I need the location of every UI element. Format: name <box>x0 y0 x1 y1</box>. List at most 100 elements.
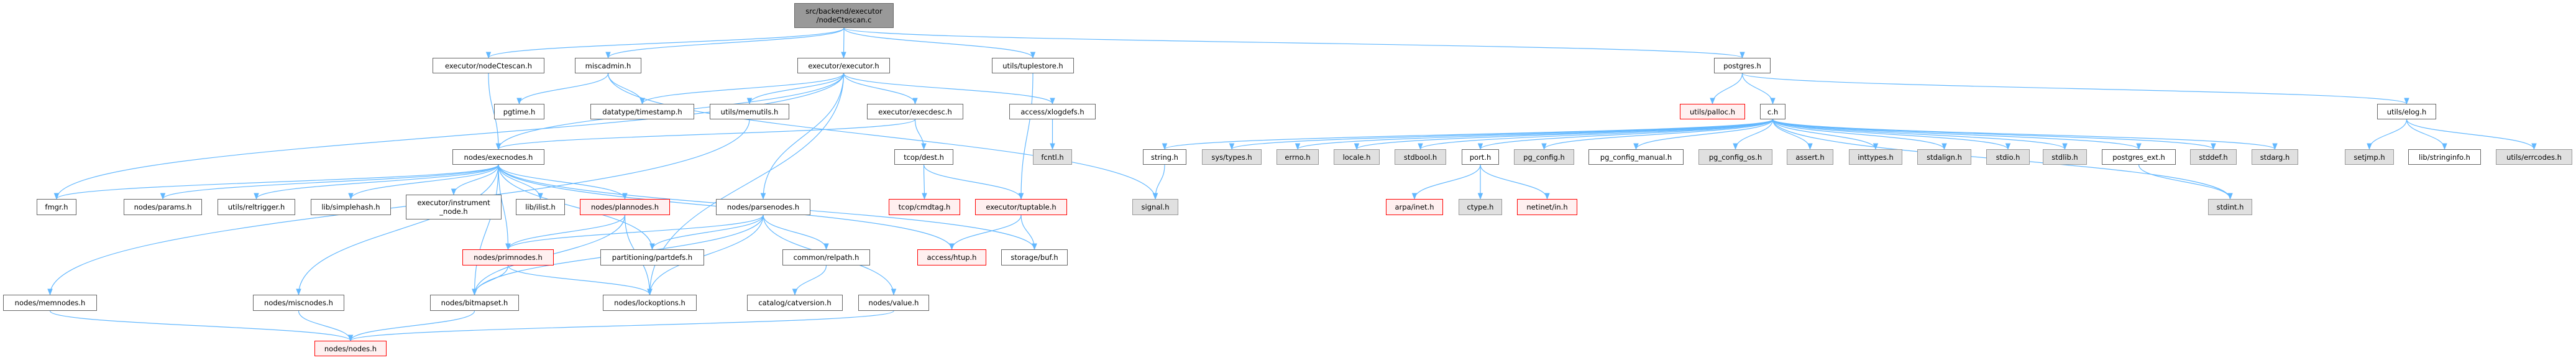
node-stdlib[interactable]: stdlib.h <box>2043 149 2087 165</box>
node-reltrigger[interactable]: utils/reltrigger.h <box>218 199 295 215</box>
node-stdbool[interactable]: stdbool.h <box>1395 149 1446 165</box>
node-execnodes[interactable]: nodes/execnodes.h <box>452 149 544 165</box>
node-pg-config-manual[interactable]: pg_config_manual.h <box>1588 149 1684 165</box>
node-execdesc[interactable]: executor/execdesc.h <box>867 104 963 119</box>
node-executor-h[interactable]: executor/executor.h <box>797 58 890 73</box>
node-relpath[interactable]: common/relpath.h <box>782 249 870 265</box>
edge-executor_h-to-xlogdefs <box>843 73 1055 105</box>
node-parsenodes[interactable]: nodes/parsenodes.h <box>716 199 810 215</box>
node-pgtime[interactable]: pgtime.h <box>494 104 544 119</box>
node-ilist[interactable]: lib/ilist.h <box>516 199 565 215</box>
edge-parsenodes-to-partdefs <box>649 215 764 251</box>
edge-elog-to-setjmp <box>2367 119 2408 150</box>
node-c-h[interactable]: c.h <box>1760 104 1785 119</box>
node-stddef[interactable]: stddef.h <box>2190 149 2237 165</box>
edge-execnodes-to-params <box>160 164 499 200</box>
edge-executor_h-to-execdesc <box>843 73 918 105</box>
node-string-h[interactable]: string.h <box>1143 149 1186 165</box>
edge-bitmapset-to-nodes_h <box>347 310 475 342</box>
node-stringinfo[interactable]: lib/stringinfo.h <box>2408 149 2481 165</box>
edge-execnodes-to-primnodes <box>498 164 511 251</box>
node-inttypes[interactable]: inttypes.h <box>1849 149 1902 165</box>
node-dest[interactable]: tcop/dest.h <box>894 149 953 165</box>
node-pg-config-os[interactable]: pg_config_os.h <box>1698 149 1772 165</box>
edge-string_h-to-signal <box>1152 164 1165 200</box>
node-nodeCtescan-h[interactable]: executor/nodeCtescan.h <box>433 58 544 73</box>
edge-root-to-miscadmin <box>605 27 845 59</box>
edge-c_h-to-port <box>1477 119 1774 150</box>
node-htup[interactable]: access/htup.h <box>917 249 986 265</box>
edge-execnodes-to-ilist <box>498 164 543 200</box>
node-stdalign[interactable]: stdalign.h <box>1917 149 1971 165</box>
edge-executor_h-to-parsenodes <box>760 73 845 200</box>
node-tuplestore[interactable]: utils/tuplestore.h <box>992 58 1074 73</box>
edge-root-to-executor_h <box>841 27 846 59</box>
edge-executor_h-to-memutils <box>746 73 845 105</box>
edge-c_h-to-inttypes <box>1772 119 1879 150</box>
edge-tuptable-to-buf <box>1020 215 1037 251</box>
node-timestamp[interactable]: datatype/timestamp.h <box>590 104 694 119</box>
node-memnodes[interactable]: nodes/memnodes.h <box>3 295 97 311</box>
node-elog[interactable]: utils/elog.h <box>2377 104 2436 119</box>
edge-root-to-nodeCtescan_h <box>485 27 845 59</box>
node-fmgr[interactable]: fmgr.h <box>37 199 76 215</box>
edge-execnodes-to-instrument <box>451 164 499 196</box>
edge-c_h-to-postgres_ext <box>1772 119 2142 150</box>
node-stdio[interactable]: stdio.h <box>1986 149 2030 165</box>
edge-execnodes-to-partdefs <box>498 164 655 251</box>
edge-execdesc-to-dest <box>914 119 927 150</box>
edge-value-to-nodes_h <box>348 310 894 342</box>
node-systypes[interactable]: sys/types.h <box>1202 149 1262 165</box>
edge-port-to-arpa_inet <box>1411 164 1481 200</box>
node-memutils[interactable]: utils/memutils.h <box>710 104 789 119</box>
node-plannodes[interactable]: nodes/plannodes.h <box>580 199 670 215</box>
node-miscnodes[interactable]: nodes/miscnodes.h <box>253 295 344 311</box>
node-ctype[interactable]: ctype.h <box>1459 199 1502 215</box>
node-stdarg[interactable]: stdarg.h <box>2252 149 2298 165</box>
edge-plannodes-to-primnodes <box>505 215 626 251</box>
node-pg-config[interactable]: pg_config.h <box>1514 149 1574 165</box>
edge-elog-to-stringinfo <box>2406 119 2447 150</box>
node-netinet-in[interactable]: netinet/in.h <box>1517 199 1577 215</box>
node-catversion[interactable]: catalog/catversion.h <box>747 295 843 311</box>
node-lockoptions[interactable]: nodes/lockoptions.h <box>603 295 697 311</box>
node-locale[interactable]: locale.h <box>1334 149 1380 165</box>
node-port[interactable]: port.h <box>1462 149 1499 165</box>
node-cmdtag[interactable]: tcop/cmdtag.h <box>889 199 960 215</box>
edge-c_h-to-string_h <box>1162 119 1774 150</box>
node-errno[interactable]: errno.h <box>1277 149 1319 165</box>
node-fcntl[interactable]: fcntl.h <box>1033 149 1072 165</box>
node-errcodes[interactable]: utils/errcodes.h <box>2496 149 2572 165</box>
node-simplehash[interactable]: lib/simplehash.h <box>311 199 391 215</box>
node-instrument[interactable]: executor/instrument _node.h <box>406 195 502 219</box>
node-signal[interactable]: signal.h <box>1132 199 1178 215</box>
edge-execnodes-to-simplehash <box>348 164 499 200</box>
node-bitmapset[interactable]: nodes/bitmapset.h <box>430 295 519 311</box>
node-primnodes[interactable]: nodes/primnodes.h <box>462 249 554 265</box>
node-xlogdefs[interactable]: access/xlogdefs.h <box>1009 104 1096 119</box>
node-assert[interactable]: assert.h <box>1787 149 1833 165</box>
node-stdint[interactable]: stdint.h <box>2208 199 2252 215</box>
node-params[interactable]: nodes/params.h <box>124 199 202 215</box>
edge-executor_h-to-timestamp <box>639 73 845 105</box>
node-tuptable[interactable]: executor/tuptable.h <box>975 199 1067 215</box>
node-buf[interactable]: storage/buf.h <box>1001 249 1068 265</box>
node-miscadmin[interactable]: miscadmin.h <box>575 58 641 73</box>
node-arpa-inet[interactable]: arpa/inet.h <box>1386 199 1443 215</box>
node-palloc[interactable]: utils/palloc.h <box>1680 104 1745 119</box>
edge-c_h-to-stddef <box>1772 119 2216 150</box>
node-nodes-h[interactable]: nodes/nodes.h <box>314 341 387 356</box>
edge-parsenodes-to-lockoptions <box>647 215 764 296</box>
edge-miscadmin-to-timestamp <box>607 73 645 105</box>
node-postgres[interactable]: postgres.h <box>1714 58 1771 73</box>
edge-execnodes-to-reltrigger <box>254 164 499 200</box>
node-value[interactable]: nodes/value.h <box>858 295 929 311</box>
node-partdefs[interactable]: partitioning/partdefs.h <box>600 249 704 265</box>
edge-execdesc-to-execnodes <box>495 119 916 150</box>
edge-c_h-to-systypes <box>1229 119 1774 150</box>
edge-execnodes-to-fmgr <box>53 164 499 200</box>
node-setjmp[interactable]: setjmp.h <box>2345 149 2394 165</box>
edge-tuplestore-to-tuptable <box>1018 73 1034 200</box>
edge-c_h-to-stdbool <box>1418 119 1774 150</box>
node-postgres-ext[interactable]: postgres_ext.h <box>2102 149 2176 165</box>
